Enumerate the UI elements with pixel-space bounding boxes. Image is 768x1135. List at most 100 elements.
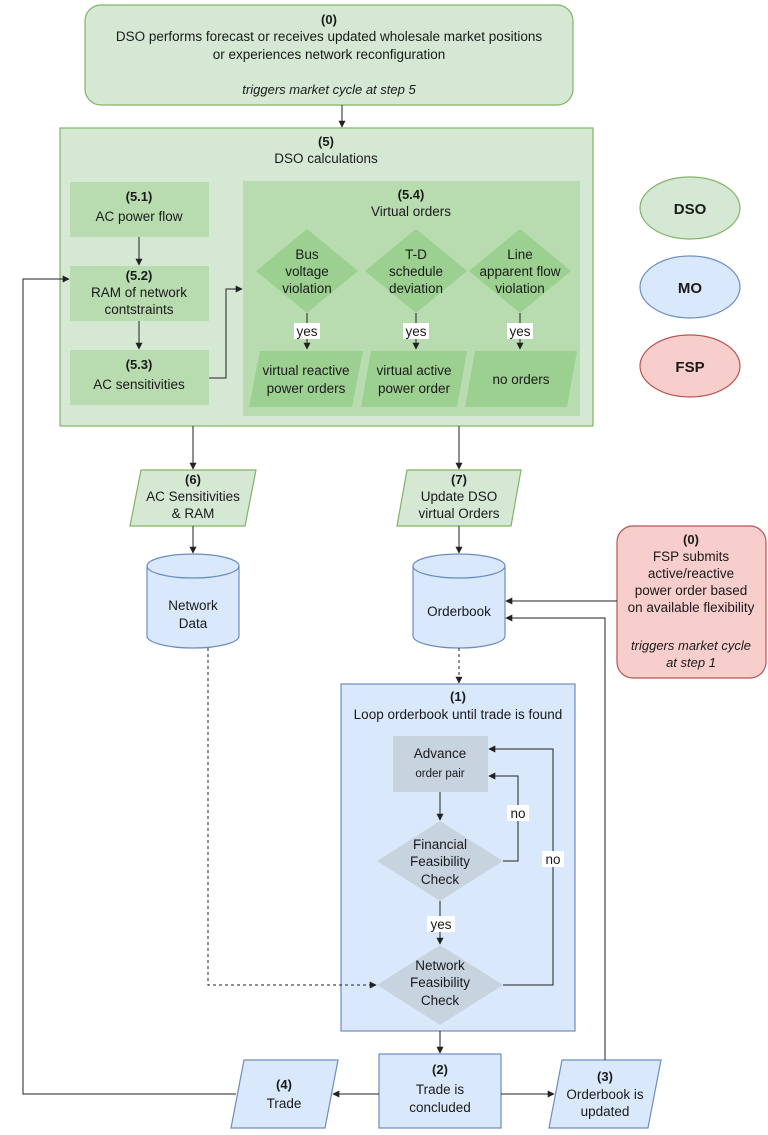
bus-voltage-line1: Bus — [295, 247, 319, 262]
step5-2-line1: RAM of network — [91, 285, 187, 300]
yes-label-financial: yes — [427, 916, 455, 932]
step6-number: (6) — [185, 472, 201, 487]
td-schedule-line2: schedule — [389, 264, 443, 279]
virtual-active-line1: virtual active — [376, 363, 451, 378]
step5-2-number: (5.2) — [126, 268, 153, 283]
svg-text:yes: yes — [430, 917, 451, 932]
advance-order-pair-box: Advance order pair — [393, 736, 488, 792]
step2-line2: concluded — [409, 1100, 471, 1115]
no-label-network: no — [542, 851, 564, 867]
network-data-store: Network Data — [146, 553, 240, 649]
svg-text:no: no — [510, 806, 525, 821]
fsp-step0-line1: FSP submits — [653, 549, 730, 564]
step0-dso-trigger: triggers market cycle at step 5 — [242, 82, 416, 97]
step0-dso-line2: or experiences network reconfiguration — [213, 47, 446, 62]
line-flow-line1: Line — [507, 247, 533, 262]
fsp-step0-line4: on available flexibility — [628, 600, 755, 615]
virtual-reactive-line2: power orders — [267, 381, 346, 396]
orderbook-label: Orderbook — [427, 604, 491, 619]
yes-label-3: yes — [507, 323, 533, 339]
td-schedule-decision: T-D schedule deviation — [365, 229, 467, 313]
line-flow-decision: Line apparent flow violation — [469, 229, 571, 313]
svg-text:no: no — [545, 852, 560, 867]
step5-2-box: (5.2) RAM of network contstraints — [70, 266, 209, 321]
step6-line2: & RAM — [172, 506, 215, 521]
svg-text:MO: MO — [678, 280, 702, 297]
network-check-line3: Check — [421, 993, 460, 1008]
bus-voltage-line3: violation — [282, 281, 332, 296]
svg-text:DSO: DSO — [674, 201, 707, 218]
step6-data: (6) AC Sensitivities & RAM — [129, 469, 257, 527]
financial-check-decision: Financial Feasibility Check — [377, 821, 503, 901]
network-check-line1: Network — [415, 958, 465, 973]
fsp-step0-trigger1: triggers market cycle — [631, 638, 751, 653]
line-flow-line3: violation — [495, 281, 545, 296]
step2-line1: Trade is — [416, 1082, 465, 1097]
step5-4-number: (5.4) — [398, 187, 425, 202]
virtual-active-line2: power order — [378, 381, 451, 396]
advance-line1: Advance — [414, 746, 467, 761]
td-schedule-line1: T-D — [405, 247, 427, 262]
financial-line1: Financial — [413, 837, 467, 852]
connectors — [22, 105, 617, 1098]
step4-label: Trade — [267, 1096, 302, 1111]
bus-voltage-line2: voltage — [285, 264, 329, 279]
yes-label-1: yes — [294, 323, 320, 339]
fsp-step0-line3: power order based — [635, 583, 748, 598]
legend-mo: MO — [639, 255, 741, 319]
step1-title: Loop orderbook until trade is found — [354, 707, 563, 722]
step7-line2: virtual Orders — [418, 506, 499, 521]
fsp-step0-number: (0) — [683, 532, 699, 547]
step1-number: (1) — [450, 689, 466, 704]
network-check-line2: Feasibility — [410, 975, 470, 990]
step5-3-box: (5.3) AC sensitivities — [70, 350, 209, 405]
yes-label-2: yes — [403, 323, 429, 339]
legend-dso: DSO — [639, 176, 741, 240]
financial-line3: Check — [421, 872, 460, 887]
network-data-line2: Data — [179, 616, 208, 631]
svg-text:yes: yes — [296, 324, 317, 339]
step7-number: (7) — [451, 472, 467, 487]
bus-voltage-decision: Bus voltage violation — [256, 229, 358, 313]
advance-line2: order pair — [415, 768, 464, 780]
step5-1-label: AC power flow — [95, 209, 182, 224]
step4-number: (4) — [276, 1077, 292, 1092]
step3-line2: updated — [581, 1104, 630, 1119]
step0-dso-number: (0) — [321, 12, 337, 27]
svg-text:FSP: FSP — [675, 359, 704, 376]
virtual-active-output: virtual active power order — [361, 351, 467, 407]
step3-line1: Orderbook is — [566, 1087, 644, 1102]
step5-title: DSO calculations — [274, 151, 378, 166]
no-label-financial: no — [507, 805, 529, 821]
step3-data: (3) Orderbook is updated — [548, 1059, 662, 1129]
step0-dso-line1: DSO performs forecast or receives update… — [116, 29, 542, 44]
step5-4-title: Virtual orders — [371, 204, 451, 219]
step5-1-box: (5.1) AC power flow — [70, 182, 209, 237]
svg-text:yes: yes — [509, 324, 530, 339]
virtual-reactive-output: virtual reactive power orders — [249, 351, 363, 407]
network-check-decision: Network Feasibility Check — [377, 945, 503, 1025]
step7-line1: Update DSO — [421, 489, 498, 504]
step6-line1: AC Sensitivities — [146, 489, 240, 504]
step5-2-line2: contstraints — [104, 302, 173, 317]
step0-dso-box: (0) DSO performs forecast or receives up… — [84, 4, 574, 106]
step5-number: (5) — [318, 134, 334, 149]
td-schedule-line3: deviation — [389, 281, 443, 296]
step5-1-number: (5.1) — [126, 189, 153, 204]
step7-data: (7) Update DSO virtual Orders — [396, 469, 522, 527]
step3-number: (3) — [597, 1069, 613, 1084]
step2-box: (2) Trade is concluded — [378, 1053, 502, 1129]
no-orders-label: no orders — [492, 372, 549, 387]
financial-line2: Feasibility — [410, 854, 470, 869]
network-data-line1: Network — [168, 598, 218, 613]
fsp-step0-box: (0) FSP submits active/reactive power or… — [616, 525, 767, 679]
step5-3-label: AC sensitivities — [93, 377, 185, 392]
virtual-reactive-line1: virtual reactive — [262, 363, 349, 378]
legend-fsp: FSP — [639, 334, 741, 398]
no-orders-output: no orders — [465, 351, 577, 407]
fsp-step0-trigger2: at step 1 — [666, 655, 716, 670]
line-flow-line2: apparent flow — [479, 264, 560, 279]
step2-number: (2) — [432, 1062, 448, 1077]
